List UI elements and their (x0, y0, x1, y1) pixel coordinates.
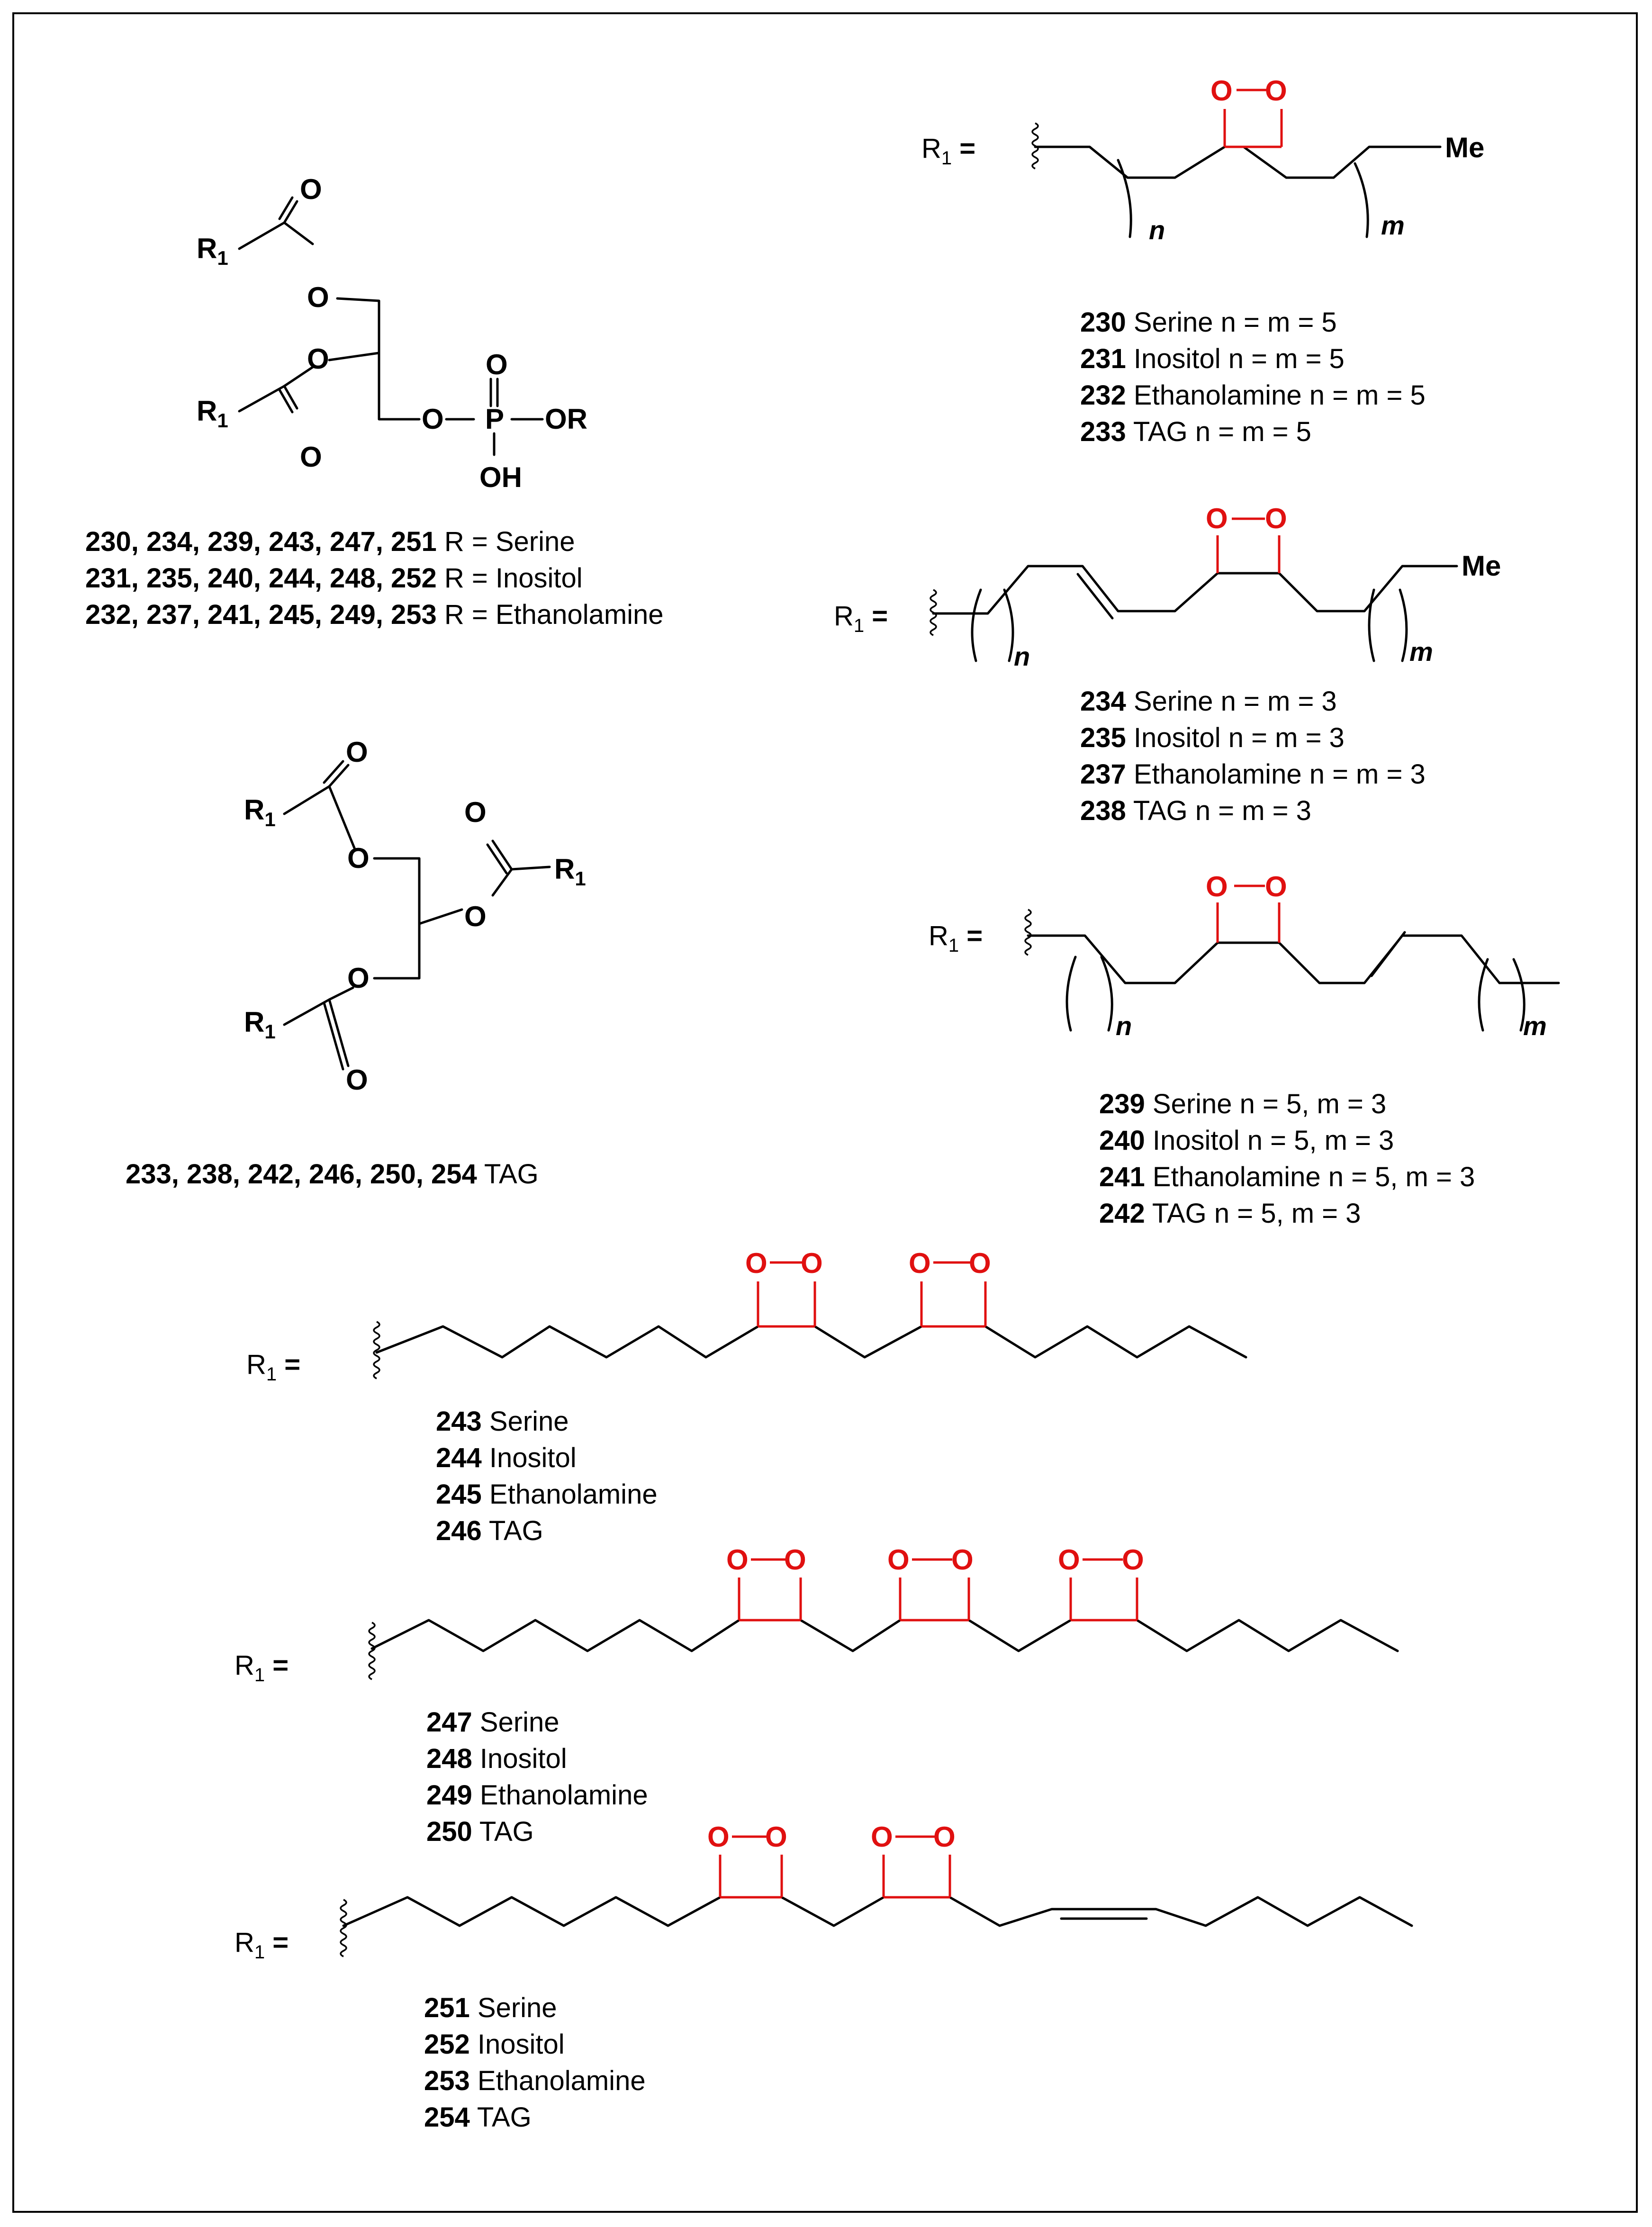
chain-e-o2: O (784, 1544, 806, 1576)
chain-c-n: n (1116, 1011, 1132, 1041)
chain-e: R1 = O O O O O O (235, 1544, 1399, 1686)
chain-c-o1: O (1206, 871, 1228, 902)
chain-e-o1: O (726, 1544, 749, 1576)
tag-r1-mid: R1 (554, 853, 586, 890)
chain-b-label-235: 235 Inositol n = m = 3 (1080, 722, 1345, 753)
chain-c-label-241: 241 Ethanolamine n = 5, m = 3 (1099, 1162, 1475, 1192)
phosphorus: P (485, 403, 504, 435)
tag-r1-top: R1 (244, 794, 276, 830)
chain-f-label-254: 254 TAG (424, 2102, 532, 2133)
chain-b-labels: 234 Serine n = m = 3 235 Inositol n = m … (1080, 686, 1426, 826)
chain-f-label-252: 252 Inositol (424, 2029, 565, 2060)
chain-b-label-238: 238 TAG n = m = 3 (1080, 795, 1311, 826)
chain-d-o1: O (745, 1247, 767, 1279)
phosphate-o-left: O (422, 403, 444, 435)
chain-a-n: n (1149, 215, 1165, 245)
chain-c: R1 = O O n m (929, 871, 1560, 1041)
chain-f-r1-label: R1 = (235, 1927, 289, 1963)
tag-carbonyl-o-bottom: O (346, 1064, 368, 1096)
chain-b-me: Me (1462, 550, 1501, 582)
chain-a-o2: O (1265, 75, 1287, 107)
chain-f-o4: O (933, 1821, 956, 1853)
phosphate-or: OR (545, 403, 587, 435)
chain-d-label-243: 243 Serine (436, 1406, 569, 1437)
tag-ester-o-top: O (347, 842, 370, 874)
chain-a-me: Me (1445, 132, 1484, 163)
chain-b-o1: O (1206, 503, 1228, 534)
chain-c-label-239: 239 Serine n = 5, m = 3 (1099, 1089, 1386, 1119)
chain-c-label-240: 240 Inositol n = 5, m = 3 (1099, 1125, 1394, 1156)
chain-d-label-244: 244 Inositol (436, 1443, 577, 1473)
chain-e-labels: 247 Serine 248 Inositol 249 Ethanolamine… (426, 1707, 648, 1847)
chain-f-labels: 251 Serine 252 Inositol 253 Ethanolamine… (424, 1993, 646, 2133)
carbonyl-o-bottom: O (300, 441, 322, 473)
chain-a-label-230: 230 Serine n = m = 5 (1080, 307, 1337, 338)
phospholipid-scaffold: O O O O O P O OR OH R1 R1 (197, 173, 587, 493)
chain-c-label-242: 242 TAG n = 5, m = 3 (1099, 1198, 1361, 1229)
phosphate-oh: OH (479, 461, 522, 493)
chain-e-label-248: 248 Inositol (426, 1743, 567, 1774)
chain-b-o2: O (1265, 503, 1287, 534)
chain-a-label-231: 231 Inositol n = m = 5 (1080, 343, 1345, 374)
caption-line-ethanolamine: 232, 237, 241, 245, 249, 253 R = Ethanol… (85, 599, 664, 630)
chain-e-label-250: 250 TAG (426, 1816, 534, 1847)
tag-caption: 233, 238, 242, 246, 250, 254 TAG (126, 1159, 539, 1190)
chain-a-label-233: 233 TAG n = m = 5 (1080, 416, 1311, 447)
chain-e-o5: O (1058, 1544, 1080, 1576)
caption-line-inositol: 231, 235, 240, 244, 248, 252 R = Inosito… (85, 563, 583, 594)
r1-label-top: R1 (197, 233, 228, 269)
chain-f-o2: O (765, 1821, 787, 1853)
chain-a-labels: 230 Serine n = m = 5 231 Inositol n = m … (1080, 307, 1426, 447)
tag-r1-bottom: R1 (244, 1006, 276, 1043)
chain-a: R1 = O O Me n m (921, 75, 1484, 245)
chain-c-o2: O (1265, 871, 1287, 902)
chain-f-label-253: 253 Ethanolamine (424, 2065, 646, 2096)
chain-a-label-232: 232 Ethanolamine n = m = 5 (1080, 380, 1426, 411)
chain-d-o2: O (801, 1247, 823, 1279)
tag-scaffold: O O O O O O R1 R1 R1 (244, 736, 586, 1096)
figure-frame (12, 12, 1638, 2213)
chain-b-label-234: 234 Serine n = m = 3 (1080, 686, 1337, 717)
tag-ester-o-mid: O (464, 901, 487, 932)
chain-d-label-246: 246 TAG (436, 1515, 543, 1546)
ester-o-top: O (307, 281, 329, 313)
chain-f-label-251: 251 Serine (424, 1993, 557, 2023)
chain-a-r1-label: R1 = (921, 133, 975, 169)
ester-o-mid: O (307, 343, 329, 375)
phospholipid-caption: 230, 234, 239, 243, 247, 251 R = Serine … (85, 526, 664, 630)
chain-d-r1-label: R1 = (246, 1349, 300, 1385)
chain-e-o3: O (887, 1544, 910, 1576)
tag-carbonyl-o-top: O (346, 736, 368, 768)
chain-f-o3: O (871, 1821, 893, 1853)
caption-line-serine: 230, 234, 239, 243, 247, 251 R = Serine (85, 526, 575, 557)
chain-c-r1-label: R1 = (929, 920, 983, 956)
chain-d-o4: O (969, 1247, 991, 1279)
chain-b-label-237: 237 Ethanolamine n = m = 3 (1080, 759, 1426, 790)
chain-e-o4: O (951, 1544, 974, 1576)
chain-e-r1-label: R1 = (235, 1650, 289, 1686)
chain-c-m: m (1523, 1011, 1547, 1041)
chain-b-m: m (1409, 637, 1433, 667)
carbonyl-o-top: O (300, 173, 322, 205)
chain-e-label-247: 247 Serine (426, 1707, 560, 1738)
tag-ester-o-bottom: O (347, 962, 370, 994)
chain-b-r1-label: R1 = (834, 601, 888, 636)
chain-d-o3: O (909, 1247, 931, 1279)
chain-e-label-249: 249 Ethanolamine (426, 1780, 648, 1811)
chain-a-m: m (1381, 210, 1405, 240)
r1-label-bottom: R1 (197, 395, 228, 432)
chain-d-label-245: 245 Ethanolamine (436, 1479, 658, 1510)
phosphate-o-double: O (486, 349, 508, 380)
chain-f-o1: O (707, 1821, 730, 1853)
chain-f: R1 = O O O O (235, 1821, 1413, 1963)
chain-d: R1 = O O O O (246, 1247, 1247, 1385)
chain-c-labels: 239 Serine n = 5, m = 3 240 Inositol n =… (1099, 1089, 1475, 1229)
chain-e-o6: O (1122, 1544, 1144, 1576)
chain-a-o1: O (1210, 75, 1233, 107)
chain-b-n: n (1014, 641, 1030, 671)
tag-carbonyl-o-mid: O (464, 796, 487, 828)
chain-b: R1 = O O Me n m (834, 503, 1501, 671)
chain-d-labels: 243 Serine 244 Inositol 245 Ethanolamine… (436, 1406, 658, 1546)
